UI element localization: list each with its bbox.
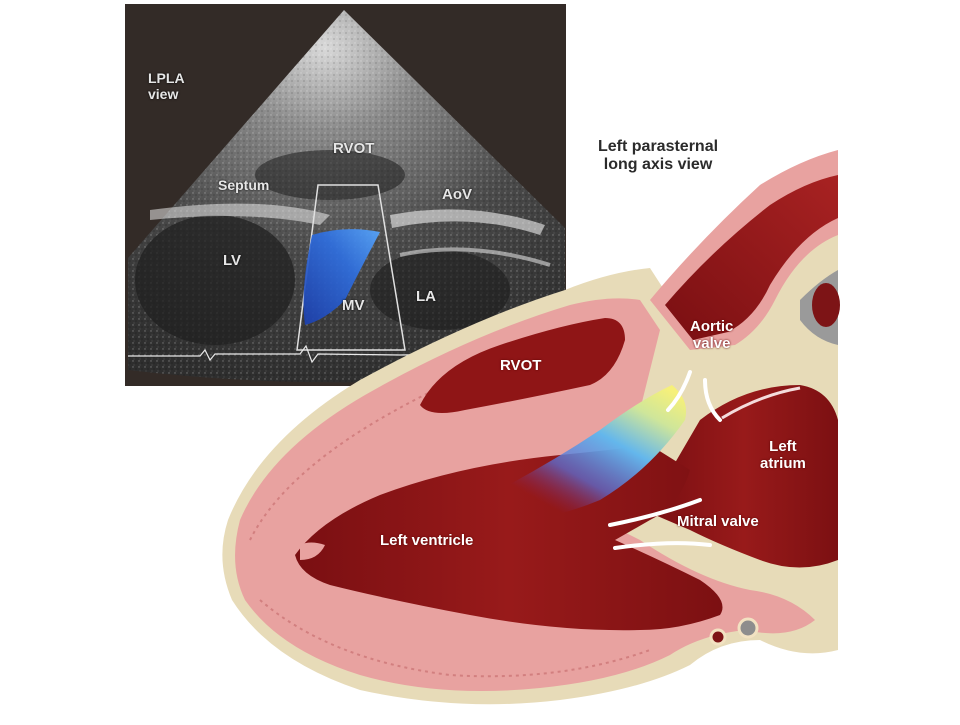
echo-label-lv: LV (223, 252, 242, 269)
echo-view-label: LPLA view (148, 70, 185, 102)
doppler-flow (303, 229, 380, 325)
aortic-valve-leaflet-1 (666, 370, 692, 412)
echo-view-label-line-1: LPLA (148, 70, 185, 86)
echo-label-septum: Septum (218, 177, 270, 193)
mitral-valve-leaflet-anterior (608, 498, 702, 527)
heart-label-aortic-valve: Aortic valve (690, 318, 733, 353)
coronary-vessel (709, 628, 727, 646)
aortic-root-wall (721, 386, 801, 420)
pulmonary-vessel (812, 283, 840, 327)
doppler-jet (470, 385, 687, 525)
heart-illustration (222, 150, 840, 705)
echo-label-mv: MV (342, 297, 365, 314)
echo-panel (125, 4, 566, 386)
echo-aortic-wall (390, 209, 545, 235)
heart-label-aortic-valve-line-1: Aortic (690, 318, 734, 335)
lv-apex-detail (300, 542, 325, 560)
echo-lv-cavity (135, 215, 295, 345)
heart-label-aortic-valve-line-2: valve (692, 335, 731, 353)
echo-la-cavity (370, 250, 510, 330)
illustration-title-line-1: Left parasternal (598, 138, 719, 155)
left-atrium-chamber (649, 385, 838, 568)
rvot-chamber (420, 318, 625, 414)
aortic-valve-leaflet-2 (703, 378, 722, 422)
heart-label-left-ventricle: Left ventricle (380, 532, 474, 549)
mitral-valve-leaflet-posterior (613, 541, 712, 550)
heart-label-left-atrium-line-1: Left (769, 438, 797, 455)
heart-label-left-atrium-line-2: atrium (760, 455, 806, 473)
echo-la-wall (399, 247, 551, 267)
left-ventricle-chamber (295, 445, 723, 631)
aorta-lumen (665, 175, 838, 340)
echo-label-rvot: RVOT (333, 140, 375, 157)
myocardium-texture-lower (259, 599, 651, 678)
illustration-title: Left parasternal long axis view (598, 138, 718, 175)
heart-label-left-atrium: Left atrium (760, 438, 806, 473)
illustration-title-line-2: long axis view (603, 156, 713, 174)
heart-label-rvot: RVOT (500, 357, 542, 374)
echo-label-aov: AoV (442, 186, 472, 203)
heart-label-mitral-valve: Mitral valve (677, 513, 759, 530)
echo-label-la: LA (416, 288, 436, 305)
echo-view-label-line-2: view (148, 86, 179, 103)
coronary-sinus (737, 617, 759, 639)
echo-septum-wall (150, 203, 330, 225)
echo-rvot-cavity (255, 150, 405, 200)
